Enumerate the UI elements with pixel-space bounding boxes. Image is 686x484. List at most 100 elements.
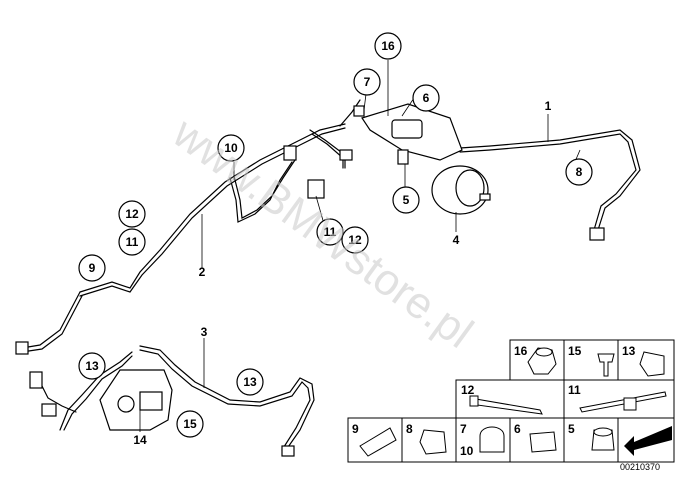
callout-11a: 11 <box>126 235 139 249</box>
part-11-tie-head <box>623 397 637 411</box>
connector-top <box>353 105 365 117</box>
leader-lines <box>139 60 581 432</box>
legend-num-11: 11 <box>568 383 581 397</box>
arrow-icon <box>624 426 672 456</box>
callout-circle-12a <box>118 200 146 228</box>
part-6-clip <box>529 431 557 453</box>
connector-left-2 <box>29 371 43 389</box>
panel-8 <box>401 417 457 463</box>
part-5-grommet-top <box>593 427 613 437</box>
legend-num-9: 9 <box>352 422 359 436</box>
label-1: 1 <box>545 99 552 113</box>
connector-mid <box>307 179 325 199</box>
callout-circle-9 <box>78 254 106 282</box>
callout-circle-13a <box>78 352 106 380</box>
part-12-tie-head <box>469 395 479 407</box>
callout-16: 16 <box>381 39 395 53</box>
pipe-3-left-outer <box>63 355 133 431</box>
callout-6: 6 <box>423 91 430 105</box>
canister-4-nipple <box>479 193 491 201</box>
part-9-sleeve <box>359 427 397 457</box>
callout-circle-13b <box>236 368 264 396</box>
callout-circle-15 <box>176 410 204 438</box>
legend-num-5: 5 <box>568 422 575 436</box>
pipe-2-lower <box>229 161 293 223</box>
pipe-3-left <box>59 351 133 431</box>
callout-10: 10 <box>224 141 238 155</box>
document-number: 00210370 <box>620 462 660 472</box>
leader-7 <box>363 93 367 111</box>
pipe-3-outer <box>139 349 311 451</box>
module-14-knob <box>117 395 135 413</box>
callout-5: 5 <box>403 193 410 207</box>
part-8-clip <box>419 429 447 455</box>
legend-num-10: 10 <box>460 444 474 458</box>
pipe-wire-left <box>39 381 77 413</box>
callout-circle-12b <box>341 226 369 254</box>
pipe-lines <box>21 99 641 451</box>
callout-12a: 12 <box>125 207 139 221</box>
legend-num-13: 13 <box>622 344 636 358</box>
pipe-3 <box>139 345 315 451</box>
module-14-panel <box>139 391 163 411</box>
callout-8: 8 <box>576 165 583 179</box>
legend-num-12: 12 <box>461 383 475 397</box>
leader-11 <box>315 195 325 225</box>
label-14: 14 <box>133 433 147 447</box>
callout-12b: 12 <box>348 233 362 247</box>
part-13-clip <box>639 351 665 377</box>
connector-top-2b <box>283 145 297 161</box>
pipe-2-lower-outer <box>233 159 296 219</box>
callout-numbers: 16 7 6 10 8 5 12 11 9 11 12 13 13 15 <box>85 39 582 431</box>
part-11-tie <box>579 391 667 413</box>
part-7-clip <box>479 426 505 453</box>
pipe-2-outer <box>79 127 346 297</box>
callout-circle-11a <box>118 228 146 256</box>
connector-left-3 <box>41 403 57 417</box>
legend-num-8: 8 <box>406 422 413 436</box>
label-4: 4 <box>453 233 460 247</box>
module-14 <box>99 369 173 431</box>
connector-bottom-3 <box>281 445 295 457</box>
plain-labels: 1 2 3 4 14 <box>133 99 551 447</box>
callouts <box>78 32 593 438</box>
callout-circle-10 <box>217 134 245 162</box>
connector-right-1 <box>589 227 605 241</box>
part-16-nut-top <box>535 347 553 357</box>
legend-part-sketches <box>359 347 667 457</box>
callout-circle-11b <box>316 218 344 246</box>
callout-7: 7 <box>364 75 371 89</box>
callout-circle-7 <box>353 68 381 96</box>
pipe-up-right-3 <box>311 133 344 169</box>
callout-circle-5 <box>392 186 420 214</box>
legend-num-7: 7 <box>460 422 467 436</box>
clip-5 <box>397 149 409 165</box>
legend-num-16: 16 <box>514 344 528 358</box>
callout-circle-6 <box>412 84 440 112</box>
connector-left <box>15 341 29 355</box>
legend-num-15: 15 <box>568 344 582 358</box>
pipe-1-outer <box>459 133 637 231</box>
canister-4-cap <box>455 169 485 207</box>
pipe-left-connector-b <box>21 295 83 353</box>
pipe-up-right-2 <box>309 129 346 169</box>
part-15-rivet <box>597 353 615 377</box>
pipe-2 <box>79 123 346 293</box>
component-shapes <box>15 103 605 457</box>
label-3: 3 <box>201 325 208 339</box>
callout-11b: 11 <box>324 225 337 239</box>
callout-13b: 13 <box>243 375 257 389</box>
callout-9: 9 <box>89 261 96 275</box>
connector-top-2 <box>339 149 353 161</box>
callout-15: 15 <box>183 417 197 431</box>
pipe-up-right <box>339 99 361 127</box>
leader-6 <box>401 97 415 117</box>
panel-15 <box>563 339 619 381</box>
callout-circle-16 <box>374 32 402 60</box>
legend-numbers: 16 15 13 12 11 9 8 7 10 6 5 <box>352 344 636 458</box>
pipe-left-connector <box>21 291 81 349</box>
pipe-1 <box>459 129 641 231</box>
valve-6 <box>391 119 423 139</box>
legend-num-6: 6 <box>514 422 521 436</box>
